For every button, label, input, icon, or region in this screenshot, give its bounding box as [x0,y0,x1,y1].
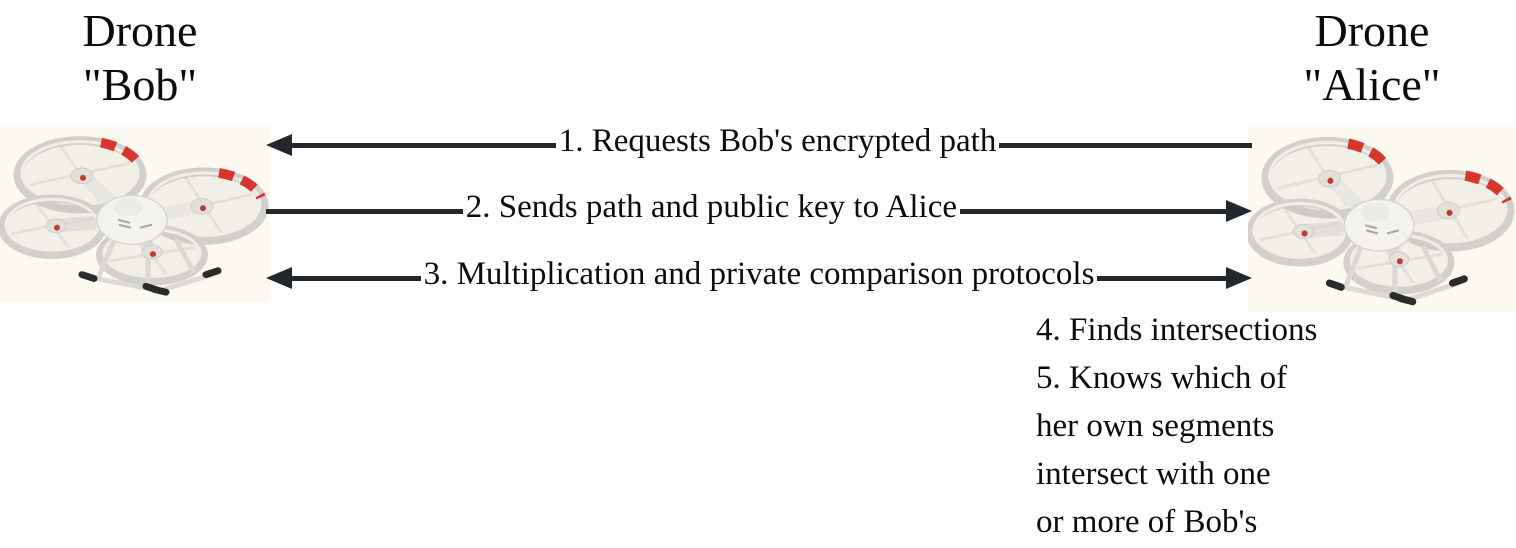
drone-alice-image [1248,126,1516,312]
message-3-label: 3. Multiplication and private comparison… [423,255,1095,292]
message-row-3: 3. Multiplication and private comparison… [266,255,1252,299]
arrow-line-segment [266,208,463,214]
actor-alice-name-line2: "Alice" [1303,59,1441,110]
actor-label-alice: Drone "Alice" [1272,4,1472,112]
arrow-line-segment [960,208,1227,214]
arrow-line-segment [291,142,556,148]
arrowhead-left-icon [266,267,292,289]
note-line-3: her own segments [1036,408,1275,444]
arrow-line-segment [1097,275,1227,281]
note-line-2: 5. Knows which of [1036,360,1288,396]
quadcopter-drone-icon [0,126,270,302]
note-line-1: 4. Finds intersections [1036,312,1318,348]
note-line-5: or more of Bob's [1036,504,1258,540]
message-2-label: 2. Sends path and public key to Alice [465,188,957,225]
arrowhead-left-icon [266,134,292,156]
actor-bob-name-line1: Drone [82,5,198,56]
message-1-label: 1. Requests Bob's encrypted path [558,122,997,159]
message-row-2: 2. Sends path and public key to Alice [266,188,1252,232]
arrowhead-right-icon [1226,267,1252,289]
arrow-line-segment [291,275,421,281]
message-row-1: 1. Requests Bob's encrypted path [266,122,1252,166]
alice-notes-block: 4. Finds intersections 5. Knows which of… [1036,306,1506,546]
quadcopter-drone-icon [1248,126,1516,312]
actor-label-bob: Drone "Bob" [28,4,252,112]
arrow-line-segment [999,142,1252,148]
actor-alice-name-line1: Drone [1314,5,1430,56]
actor-bob-name-line2: "Bob" [82,59,198,110]
arrowhead-right-icon [1226,200,1252,222]
drone-bob-image [0,126,270,302]
note-line-4: intersect with one [1036,456,1271,492]
